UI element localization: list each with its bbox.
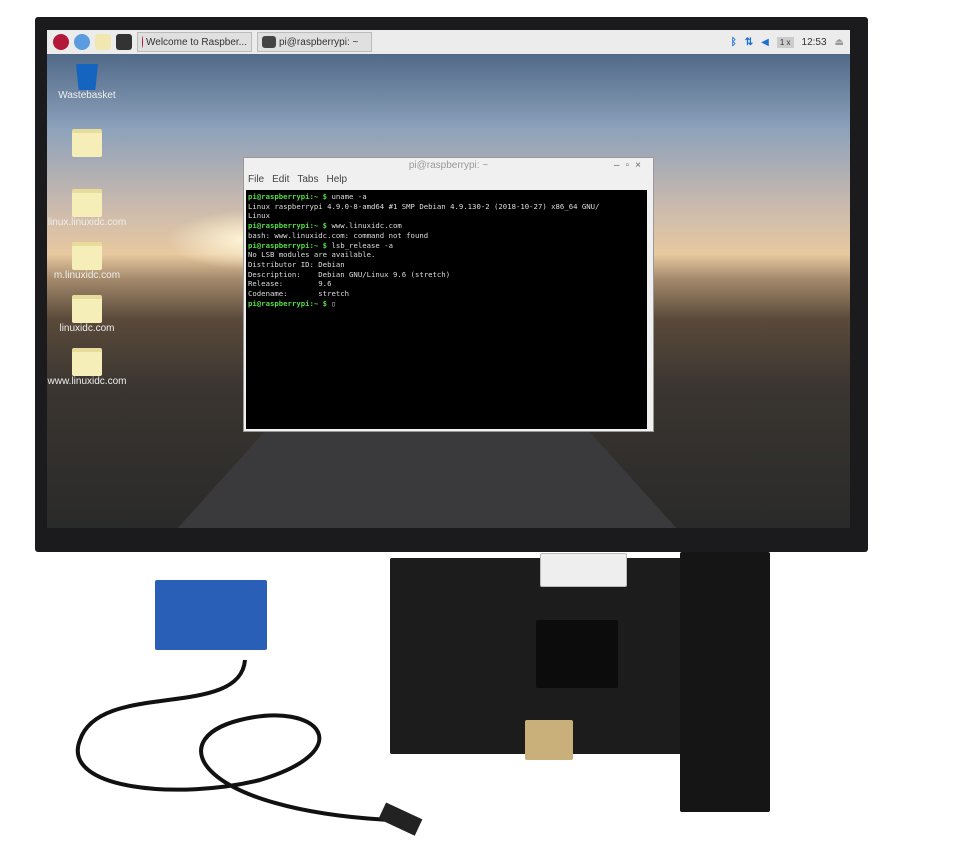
browser-icon[interactable] [74,34,90,50]
bluetooth-icon[interactable]: ᛒ [730,36,737,48]
icon-label: linuxidc.com [59,323,115,334]
file-manager-icon[interactable] [95,34,111,50]
terminal-line: pi@raspberrypi:~ $ www.linuxidc.com [248,221,645,231]
task-label: Welcome to Raspber... [146,36,247,48]
prompt: pi@raspberrypi:~ $ [248,298,332,308]
terminal-titlebar[interactable]: pi@raspberrypi: ~ –▫× [244,158,653,174]
icon-label: linux.linuxidc.com [47,217,127,228]
trash-icon [76,64,98,90]
terminal-line: Linux raspberrypi 4.9.0-8-amd64 #1 SMP D… [248,202,645,212]
task-welcome[interactable]: Welcome to Raspber... [137,32,252,52]
line-text: www.linuxidc.com [331,221,402,231]
line-text: Distributor ID: Debian [248,259,345,269]
terminal-title: pi@raspberrypi: ~ [408,160,489,171]
terminal-line: pi@raspberrypi:~ $ ▯ [248,299,645,309]
terminal-line: Distributor ID: Debian [248,260,645,270]
menu-file[interactable]: File [248,174,265,185]
line-text: bash: www.linuxidc.com: command not foun… [248,230,429,240]
prompt: pi@raspberrypi:~ $ [248,240,332,250]
taskbar: Welcome to Raspber... pi@raspberrypi: ~ … [47,30,850,54]
line-text: Release: 9.6 [248,279,332,289]
terminal-line: Release: 9.6 [248,279,645,289]
network-icon[interactable]: ⇅ [744,36,754,48]
terminal-line: pi@raspberrypi:~ $ uname -a [248,192,645,202]
terminal-line: bash: www.linuxidc.com: command not foun… [248,231,645,241]
task-label: pi@raspberrypi: ~ [279,36,359,48]
prompt: pi@raspberrypi:~ $ [248,192,332,201]
controller-chip [536,620,618,688]
line-text: Description: Debian GNU/Linux 9.6 (stret… [248,269,451,279]
icon-label: www.linuxidc.com [47,376,127,387]
line-text: ▯ [331,298,336,308]
desktop-icons: Wastebasket linux.linuxidc.com m.linuxid… [48,64,126,401]
terminal-line: pi@raspberrypi:~ $ lsb_release -a [248,241,645,251]
line-text: uname -a [331,192,367,201]
usb-cable [75,659,423,836]
terminal-line: Codename: stretch [248,289,645,299]
menu-tabs[interactable]: Tabs [297,174,319,185]
terminal-icon[interactable] [116,34,132,50]
line-text: Linux raspberrypi 4.9.0-8-amd64 #1 SMP D… [248,201,600,211]
icon-label: Wastebasket [58,90,116,101]
line-text: No LSB modules are available. [248,250,376,260]
line-text: Linux [248,211,270,221]
volume-icon[interactable]: ◀ [761,36,769,48]
terminal-line: Description: Debian GNU/Linux 9.6 (stret… [248,270,645,280]
clock[interactable]: 12:53 [801,36,827,48]
folder-icon [72,189,102,217]
terminal-line: Linux [248,211,645,221]
icon-label: m.linuxidc.com [53,270,121,281]
desktop-icon-folder[interactable]: linux.linuxidc.com [48,189,126,228]
keyboard-layout[interactable]: 1 x [776,36,794,48]
hdmi-port [525,720,573,760]
menu-edit[interactable]: Edit [272,174,290,185]
folder-icon [72,242,102,270]
terminal-window[interactable]: pi@raspberrypi: ~ –▫× File Edit Tabs Help… [243,157,654,432]
terminal-icon [262,36,276,48]
raspberry-menu-icon[interactable] [53,34,69,50]
ribbon-cable [680,552,770,812]
menu-help[interactable]: Help [326,174,348,185]
desktop-icon-wastebasket[interactable]: Wastebasket [52,64,122,101]
raspberry-icon [142,36,144,48]
folder-icon [72,348,102,376]
adapter-board [155,580,267,650]
terminal-menubar: File Edit Tabs Help [244,174,653,188]
desktop-icon-folder[interactable]: m.linuxidc.com [52,242,122,281]
folder-icon [72,129,102,157]
terminal-line: No LSB modules are available. [248,250,645,260]
eject-icon[interactable]: ⏏ [834,36,844,48]
prompt: pi@raspberrypi:~ $ [248,221,332,231]
folder-icon [72,295,102,323]
task-terminal[interactable]: pi@raspberrypi: ~ [257,32,372,52]
line-text: Codename: stretch [248,289,350,299]
desktop-icon-folder[interactable]: linuxidc.com [52,295,122,334]
window-controls[interactable]: –▫× [614,160,647,171]
desktop-icon-folder[interactable] [52,129,122,157]
desktop-screen: Welcome to Raspber... pi@raspberrypi: ~ … [47,30,850,528]
connector [540,553,627,587]
line-text: lsb_release -a [331,240,393,250]
desktop-icon-folder[interactable]: www.linuxidc.com [48,348,126,387]
